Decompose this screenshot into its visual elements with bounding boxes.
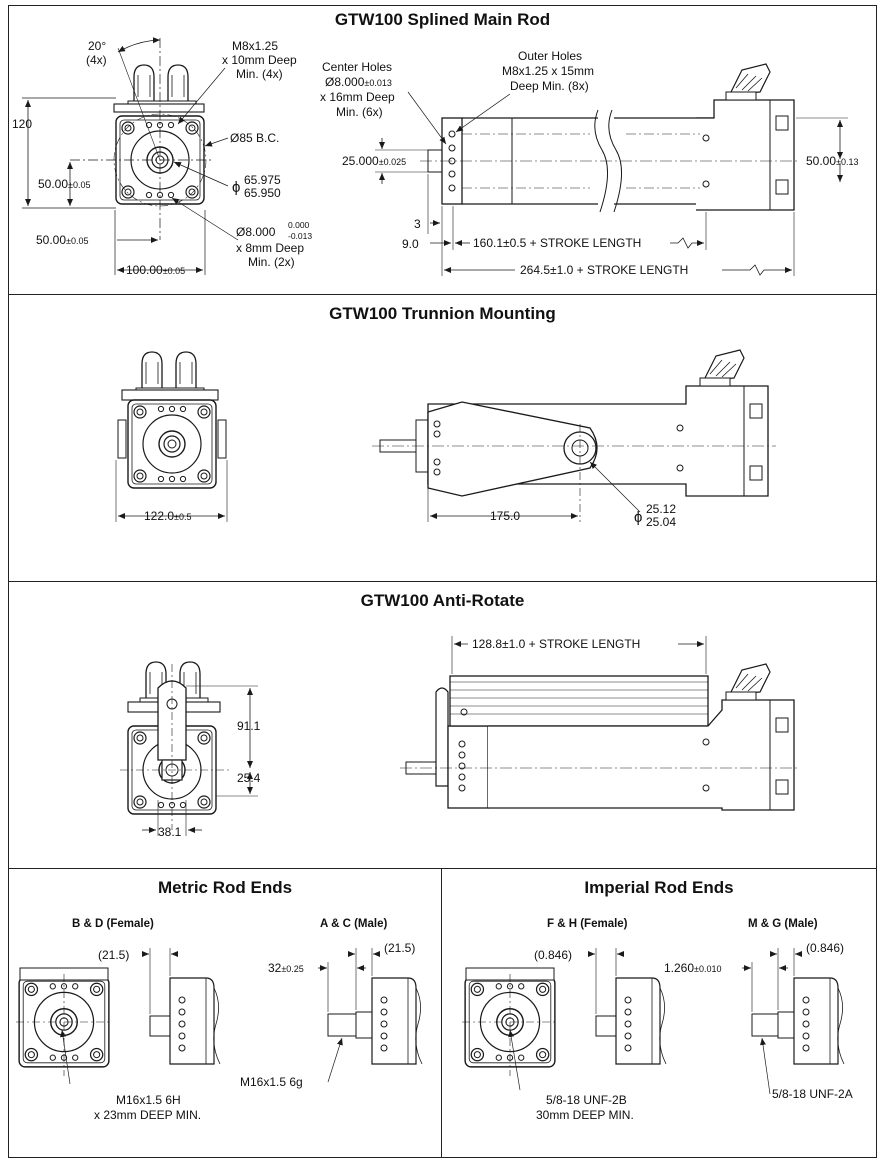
angle-label: 20° bbox=[88, 39, 106, 53]
trunnion-title: GTW100 Trunnion Mounting bbox=[329, 304, 556, 323]
trunnion-dia-bot: 25.04 bbox=[646, 515, 676, 529]
frame-imperial bbox=[441, 868, 877, 1158]
antirotate-h1-label: 91.1 bbox=[237, 719, 261, 733]
thread-label-2: x 10mm Deep bbox=[222, 53, 297, 67]
trunnion-phi: ϕ bbox=[634, 509, 642, 526]
splined-title: GTW100 Splined Main Rod bbox=[334, 10, 551, 29]
antirotate-side-view: 128.8±1.0 + STROKE LENGTH bbox=[400, 636, 800, 811]
pin-depth-2: Min. (2x) bbox=[248, 255, 295, 269]
splined-side-view: Center Holes Ø8.000±0.013 x 16mm Deep Mi… bbox=[320, 49, 859, 277]
imperial-male-dim1: 1.260±0.010 bbox=[664, 961, 722, 975]
imperial-male-drawing: 1.260±0.010 (0.846) 5/8-18 UNF-2A bbox=[664, 941, 853, 1101]
pin-depth-1: x 8mm Deep bbox=[236, 241, 304, 255]
len-1-label: 160.1±0.5 + STROKE LENGTH bbox=[473, 236, 641, 250]
center-holes-3: x 16mm Deep bbox=[320, 90, 395, 104]
antirotate-end-view: 91.1 25.4 38.1 bbox=[120, 661, 261, 839]
center-holes-4: Min. (6x) bbox=[336, 105, 383, 119]
metric-female-thread-2: x 23mm DEEP MIN. bbox=[94, 1108, 201, 1122]
imperial-title: Imperial Rod Ends bbox=[584, 878, 734, 897]
imperial-female-thread-2: 30mm DEEP MIN. bbox=[536, 1108, 634, 1122]
center-holes-1: Center Holes bbox=[322, 60, 392, 74]
metric-female-dim: (21.5) bbox=[98, 948, 129, 962]
trunnion-end-view: 122.0±0.5 bbox=[115, 351, 228, 523]
antirotate-title: GTW100 Anti-Rotate bbox=[360, 591, 525, 610]
pin-tol-bot: -0.013 bbox=[288, 231, 312, 241]
metric-male-thread: M16x1.5 6g bbox=[240, 1075, 303, 1089]
metric-male-drawing: 32±0.25 (21.5) M16x1.5 6g bbox=[240, 941, 423, 1089]
antirotate-w-label: 38.1 bbox=[158, 825, 182, 839]
outer-holes-3: Deep Min. (8x) bbox=[510, 79, 589, 93]
center-v-label: 50.00±0.05 bbox=[38, 177, 91, 191]
bore-top-label: 65.975 bbox=[244, 173, 281, 187]
bore-phi: ϕ bbox=[232, 179, 240, 196]
angle-count-label: (4x) bbox=[86, 53, 107, 67]
metric-title: Metric Rod Ends bbox=[157, 878, 293, 897]
center-h-label: 50.00±0.05 bbox=[36, 233, 89, 247]
len-2-label: 264.5±1.0 + STROKE LENGTH bbox=[520, 263, 688, 277]
metric-female-drawing: (21.5) M16x1.5 6H x 23mm DEEP MIN. bbox=[16, 948, 221, 1122]
trunnion-offset-label: 175.0 bbox=[490, 509, 520, 523]
height-label: 120 bbox=[12, 117, 32, 131]
metric-female-label: B & D (Female) bbox=[72, 918, 154, 930]
center-holes-2: Ø8.000±0.013 bbox=[325, 75, 392, 89]
trunnion-side-view: 175.0 ϕ 25.12 25.04 bbox=[372, 349, 776, 529]
imperial-male-thread: 5/8-18 UNF-2A bbox=[772, 1087, 853, 1101]
metric-male-dim2: (21.5) bbox=[384, 941, 415, 955]
imperial-female-label: F & H (Female) bbox=[547, 918, 628, 930]
pin-dia-label: Ø8.000 bbox=[236, 225, 276, 239]
thread-label-3: Min. (4x) bbox=[236, 67, 283, 81]
trunnion-width-label: 122.0±0.5 bbox=[144, 509, 191, 523]
metric-male-label: A & C (Male) bbox=[320, 918, 388, 930]
imperial-female-thread-1: 5/8-18 UNF-2B bbox=[546, 1093, 627, 1107]
imperial-male-label: M & G (Male) bbox=[748, 918, 818, 930]
dim-3-label: 3 bbox=[414, 217, 421, 231]
imperial-female-dim: (0.846) bbox=[534, 948, 572, 962]
imperial-male-dim2: (0.846) bbox=[806, 941, 844, 955]
outer-holes-1: Outer Holes bbox=[518, 49, 582, 63]
width-label: 100.00±0.05 bbox=[126, 263, 185, 277]
bore-bot-label: 65.950 bbox=[244, 186, 281, 200]
bc-label: Ø85 B.C. bbox=[230, 131, 279, 145]
splined-end-view: 20° (4x) M8x1.25 x 10mm Deep Min. (4x) 1… bbox=[12, 37, 312, 277]
pin-tol-top: 0.000 bbox=[288, 220, 310, 230]
outer-holes-2: M8x1.25 x 15mm bbox=[502, 64, 594, 78]
antirotate-h2-label: 25.4 bbox=[237, 771, 261, 785]
rod-dia-label: 25.000±0.025 bbox=[342, 154, 406, 168]
metric-male-dim1: 32±0.25 bbox=[268, 961, 304, 975]
thread-label-1: M8x1.25 bbox=[232, 39, 278, 53]
imperial-female-drawing: (0.846) 5/8-18 UNF-2B 30mm DEEP MIN. bbox=[462, 948, 667, 1122]
side-center-label: 50.00±0.13 bbox=[806, 154, 859, 168]
antirotate-len-label: 128.8±1.0 + STROKE LENGTH bbox=[472, 637, 640, 651]
dim-9-label: 9.0 bbox=[402, 237, 419, 251]
metric-female-thread-1: M16x1.5 6H bbox=[116, 1093, 181, 1107]
trunnion-dia-top: 25.12 bbox=[646, 502, 676, 516]
